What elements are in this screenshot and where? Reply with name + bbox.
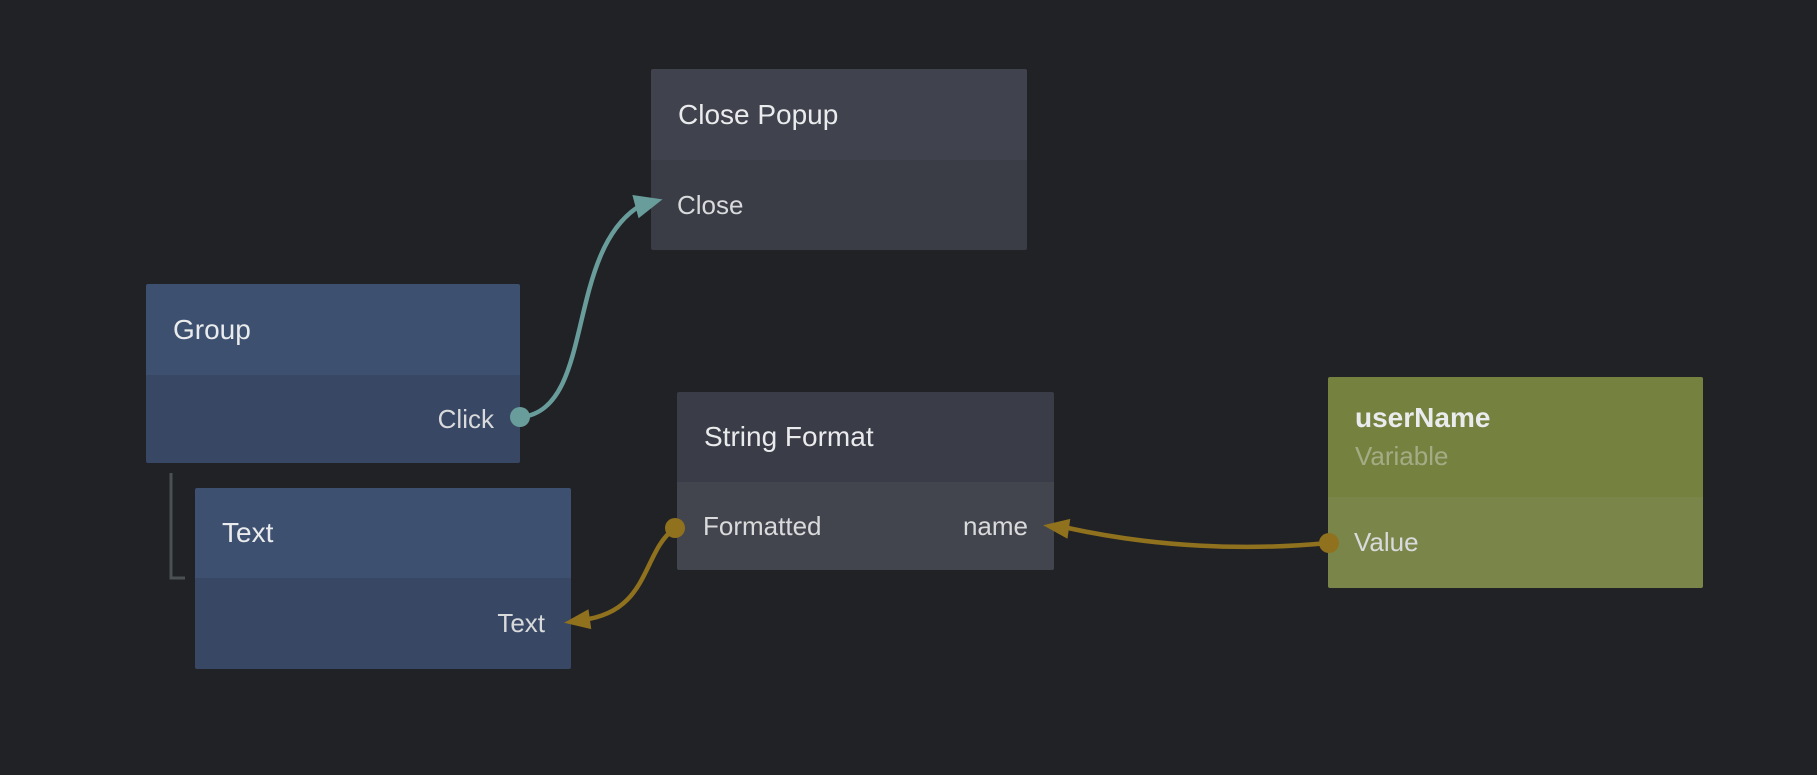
node-text-header[interactable]: Text [195, 488, 571, 578]
port-label-formatted[interactable]: Formatted [703, 510, 822, 541]
node-text[interactable]: Text Text [195, 488, 571, 669]
port-label-name[interactable]: name [962, 510, 1028, 541]
port-label-value: Value [1354, 527, 1419, 557]
hierarchy-line-group-text [169, 473, 185, 580]
wire-formatted-to-text[interactable] [581, 527, 676, 623]
node-title: Close Popup [678, 98, 839, 130]
node-username-variable[interactable]: userName Variable Value [1328, 377, 1703, 588]
node-text-body: Text [195, 578, 571, 669]
node-title: Text [222, 517, 274, 548]
port-click[interactable]: Click [146, 404, 520, 435]
port-text[interactable]: Text [195, 608, 571, 639]
node-title: userName [1355, 402, 1491, 433]
port-label-click: Click [437, 403, 494, 434]
node-username-header[interactable]: userName Variable [1328, 377, 1703, 497]
node-close-popup[interactable]: Close Popup Close [651, 69, 1027, 250]
node-string-format-body: Formatted name [677, 482, 1054, 570]
node-title: Group [173, 313, 251, 345]
node-group-body: Click [146, 375, 520, 463]
port-label-close: Close [677, 189, 744, 220]
port-label-text: Text [497, 608, 545, 638]
node-string-format-header[interactable]: String Format [677, 392, 1054, 482]
node-group[interactable]: Group Click [146, 284, 520, 463]
node-subtitle: Variable [1355, 441, 1449, 471]
node-close-popup-body: Close [651, 160, 1027, 250]
port-close[interactable]: Close [651, 190, 1027, 221]
node-string-format[interactable]: String Format Formatted name [677, 392, 1054, 570]
wire-click-to-close[interactable] [521, 205, 640, 420]
wire-value-to-name[interactable] [1067, 525, 1329, 550]
node-title: String Format [704, 421, 874, 452]
node-group-header[interactable]: Group [146, 284, 520, 375]
node-close-popup-header[interactable]: Close Popup [651, 69, 1027, 160]
port-value[interactable]: Value [1328, 527, 1703, 558]
node-username-body: Value [1328, 497, 1703, 588]
